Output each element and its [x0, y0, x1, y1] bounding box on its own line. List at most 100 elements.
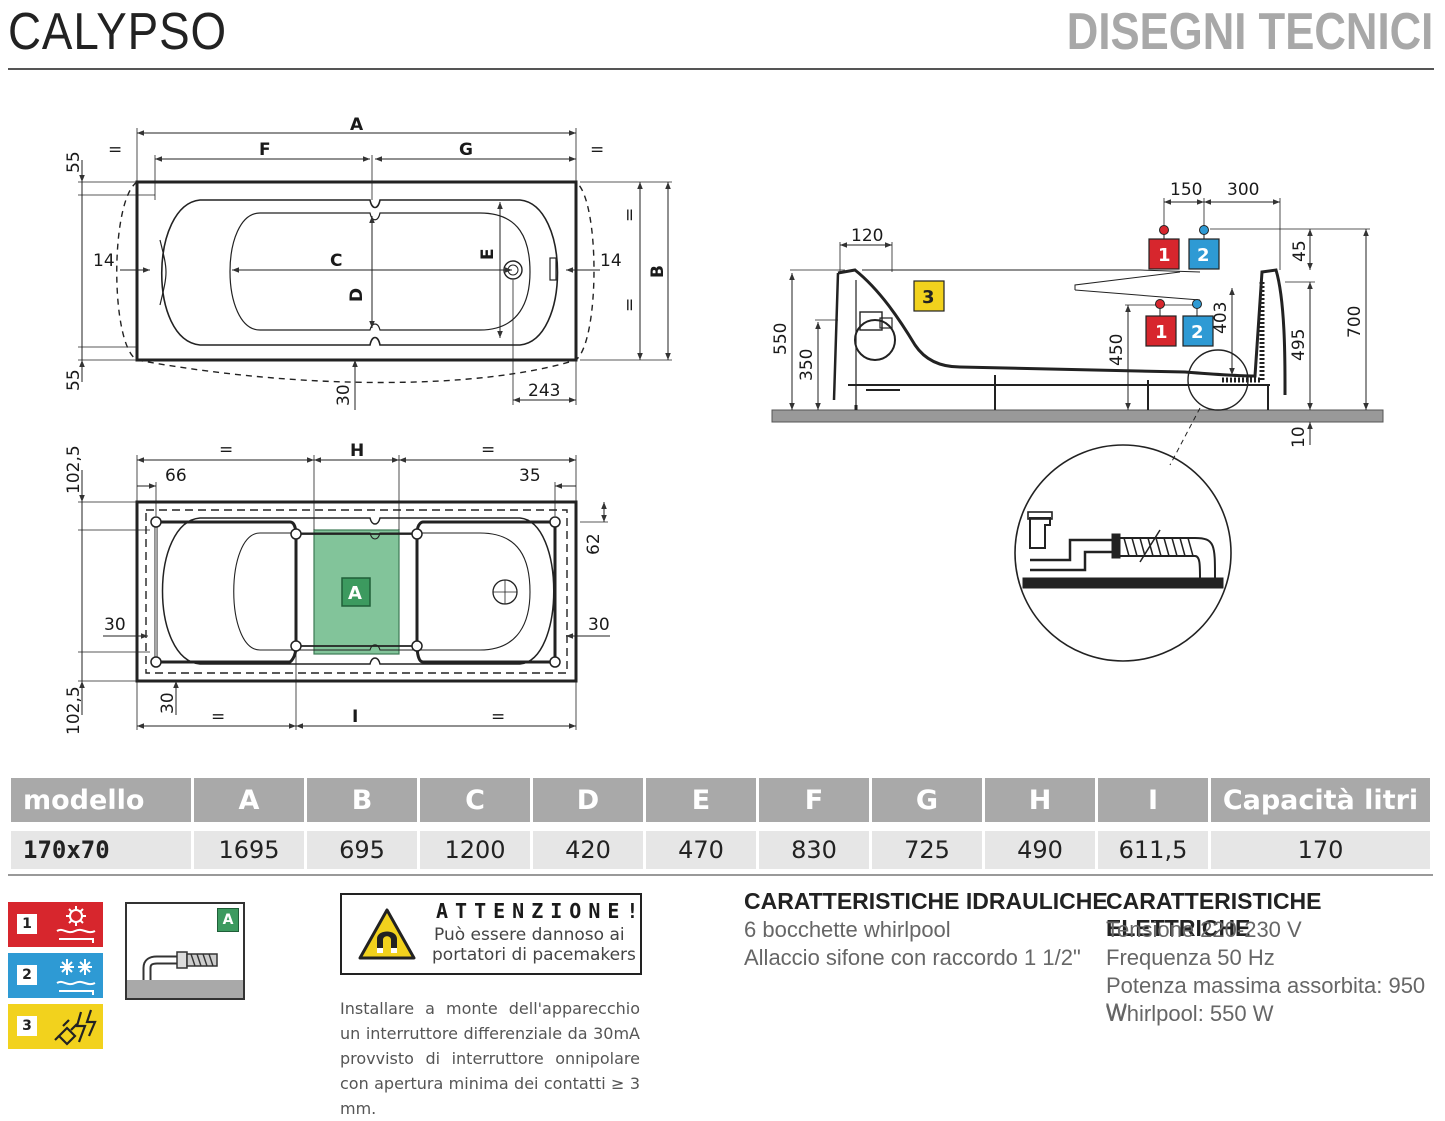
dim-label-b: B — [648, 265, 668, 278]
table-cell: 695 — [307, 831, 417, 869]
technical-drawings: A F G C D E B = = = = 55 55 14 14 30 243 — [64, 115, 1384, 735]
drain-detail-drawing — [1014, 444, 1232, 662]
header-divider — [8, 68, 1434, 70]
zone-a-badge: A — [341, 577, 371, 607]
electric-line: Frequenza 50 Hz — [1106, 945, 1275, 970]
spec-table: modello A B C D E F G H I Capacità litri… — [8, 778, 1433, 869]
dim-label-c: C — [330, 251, 342, 271]
table-cell: 830 — [759, 831, 869, 869]
electric-badge: 3 — [913, 280, 945, 312]
legend-number: 3 — [17, 1016, 37, 1036]
dim-value: 45 — [1290, 240, 1310, 262]
table-cell: 1695 — [194, 831, 304, 869]
dim-value: 30 — [334, 384, 354, 406]
dim-value: 62 — [584, 533, 604, 555]
table-header-cell: G — [872, 778, 982, 822]
svg-text:1: 1 — [1155, 322, 1168, 343]
eq-label: = — [491, 707, 505, 727]
table-header-cell: E — [646, 778, 756, 822]
svg-text:2: 2 — [1191, 322, 1204, 343]
dim-label-h: H — [350, 441, 364, 461]
hydraulic-line: 6 bocchette whirlpool — [744, 917, 951, 942]
bottom-view-drawing — [78, 455, 610, 730]
electric-plug-icon — [54, 1009, 97, 1046]
side-view-drawing — [771, 198, 1384, 466]
table-header-cell: B — [307, 778, 417, 822]
table-header-row: modello A B C D E F G H I Capacità litri — [11, 778, 1430, 822]
hot-water-badge: 1 — [1148, 238, 1180, 270]
svg-text:A: A — [348, 583, 362, 604]
table-header-cell: modello — [11, 778, 191, 822]
top-view-drawing — [78, 128, 672, 410]
dim-value: 450 — [1107, 334, 1127, 366]
dim-label-i: I — [352, 707, 358, 727]
legend-electric: 3 — [8, 1004, 103, 1049]
inlet-markers — [1155, 225, 1209, 309]
electric-line: Potenza massima assorbita: 950 W — [1106, 973, 1426, 1024]
brand-title: CALYPSO — [8, 3, 227, 61]
snowflake-water-icon — [56, 959, 96, 995]
sun-water-icon — [56, 906, 96, 943]
dim-value: 495 — [1289, 329, 1309, 361]
warning-title: ATTENZIONE! — [436, 899, 646, 923]
table-cell: 170 — [1211, 831, 1430, 869]
drain-pipe-icon — [127, 951, 243, 998]
table-divider — [8, 874, 1433, 876]
legend-hot-water: 1 — [8, 902, 103, 947]
table-cell: 725 — [872, 831, 982, 869]
legend-number: 2 — [17, 965, 37, 985]
table-cell-model: 170x70 — [11, 831, 191, 869]
installation-note: Installare a monte dell'apparecchio un i… — [340, 999, 640, 1118]
table-header-cell: A — [194, 778, 304, 822]
table-header-cell: Capacità litri — [1211, 778, 1430, 822]
dim-value: 30 — [158, 692, 178, 714]
eq-label: = — [108, 140, 122, 160]
electric-title: CARATTERISTICHE ELETTRICHE — [1106, 888, 1322, 941]
dim-value: 30 — [104, 615, 126, 635]
table-header-cell: H — [985, 778, 1095, 822]
hot-water-badge: 1 — [1145, 315, 1177, 347]
dim-label-f: F — [259, 140, 271, 160]
hydraulic-title: CARATTERISTICHE IDRAULICHE — [744, 888, 1108, 914]
cold-water-badge: 2 — [1182, 315, 1214, 347]
eq-label: = — [620, 208, 640, 222]
dim-value: 102,5 — [64, 686, 84, 735]
dim-label-g: G — [459, 140, 473, 160]
dim-label-a: A — [350, 115, 364, 135]
dim-value: 30 — [588, 615, 610, 635]
electric-line: Tensione 220-230 V — [1106, 917, 1302, 942]
dim-value: 10 — [1289, 426, 1309, 448]
drain-legend: A — [125, 902, 245, 1000]
table-header-cell: F — [759, 778, 869, 822]
eq-label: = — [481, 440, 495, 460]
zone-a-badge: A — [217, 908, 239, 932]
dim-value: 14 — [93, 251, 115, 271]
table-cell: 611,5 — [1098, 831, 1208, 869]
hydraulic-line: Allaccio sifone con raccordo 1 1/2" — [744, 945, 1081, 970]
dim-value: 120 — [851, 226, 883, 246]
dim-value: 150 — [1170, 180, 1202, 200]
table-cell: 420 — [533, 831, 643, 869]
legend-cold-water: 2 — [8, 953, 103, 998]
legend-number: 1 — [17, 914, 37, 934]
section-title: DISEGNI TECNICI — [1066, 3, 1433, 61]
magnet-warning-icon — [358, 908, 416, 960]
table-header-cell: D — [533, 778, 643, 822]
dim-value: 243 — [528, 381, 560, 401]
table-header-cell: C — [420, 778, 530, 822]
table-cell: 1200 — [420, 831, 530, 869]
table-row: 170x70 1695 695 1200 420 470 830 725 490… — [11, 831, 1430, 869]
svg-text:2: 2 — [1197, 245, 1210, 266]
dim-label-d: D — [347, 288, 367, 302]
eq-label: = — [590, 140, 604, 160]
dim-value: 550 — [771, 323, 791, 355]
cold-water-badge: 2 — [1188, 238, 1220, 270]
dim-value: 300 — [1227, 180, 1259, 200]
dim-value: 403 — [1211, 302, 1231, 334]
table-cell: 470 — [646, 831, 756, 869]
dim-value: 35 — [519, 466, 541, 486]
warning-line: Può essere dannoso ai — [434, 925, 625, 945]
dim-value: 700 — [1345, 306, 1365, 338]
table-header-cell: I — [1098, 778, 1208, 822]
svg-text:1: 1 — [1158, 245, 1171, 266]
